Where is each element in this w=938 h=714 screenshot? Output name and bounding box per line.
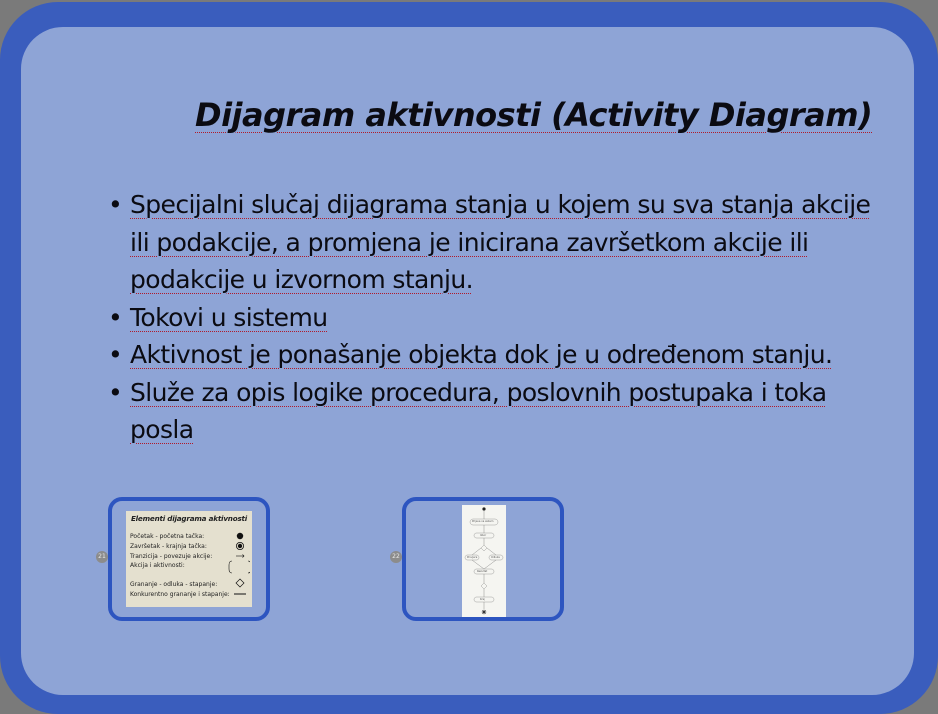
linked-slide-thumbnail-22[interactable]: Prijava na sistem Izbor Provjera Odluka …: [402, 497, 564, 621]
thumbnail-row: Početak - početna tačka:: [130, 533, 205, 540]
bullet-line: Služe za opis logike procedura, poslovni…: [130, 377, 827, 407]
thumbnail-label: Prijava na sistem: [472, 520, 494, 523]
bullet-list[interactable]: • Specijalni slučaj dijagrama stanja u k…: [106, 186, 906, 449]
thumbnail-number-badge: 21: [96, 551, 108, 563]
thumbnail-label: Kraj: [480, 598, 485, 601]
bullet-item: • Služe za opis logike procedura, poslov…: [106, 374, 906, 449]
thumbnail-label: Odluka: [491, 556, 500, 559]
bullet-dot: •: [108, 302, 123, 332]
bullet-dot: •: [108, 377, 123, 407]
bullet-item: • Specijalni slučaj dijagrama stanja u k…: [106, 186, 906, 299]
thumbnail-title: Elementi dijagrama aktivnosti: [130, 514, 248, 523]
thumbnail-row: Konkurentno grananje i stapanje:: [130, 591, 230, 598]
thumbnail-image: Elementi dijagrama aktivnosti Početak - …: [126, 511, 252, 607]
thumbnail-row: Akcija i aktivnosti:: [130, 562, 185, 569]
bullet-line: posla: [130, 415, 194, 444]
bullet-item: • Tokovi u sistemu: [106, 299, 906, 337]
linked-slide-thumbnail-21[interactable]: Elementi dijagrama aktivnosti Početak - …: [108, 497, 270, 621]
thumbnail-row: Završetak - krajnja tačka:: [130, 543, 207, 550]
thumbnail-image: Prijava na sistem Izbor Provjera Odluka …: [462, 505, 506, 617]
bullet-dot: •: [108, 340, 123, 369]
thumbnail-label: Izbor: [480, 534, 487, 537]
bullet-line: podakcije u izvornom stanju.: [130, 265, 474, 294]
bullet-dot: •: [108, 190, 123, 219]
thumbnail-row: Grananje - odluka - stapanje:: [130, 581, 218, 588]
thumbnail-number-badge: 22: [390, 551, 402, 563]
bullet-line: Aktivnost je ponašanje objekta dok je u …: [130, 340, 833, 369]
thumbnail-label: Provjera: [467, 556, 478, 559]
thumbnail-label: Rezultat: [477, 570, 488, 573]
bullet-line: Specijalni slučaj dijagrama stanja u koj…: [130, 190, 871, 219]
bullet-line: Tokovi u sistemu: [130, 302, 328, 332]
thumbnail-row: Tranzicija - povezuje akcije:: [130, 553, 213, 560]
slide-title-text: Dijagram aktivnosti (Activity Diagram): [195, 96, 873, 134]
activity-diagram-sketch-icon: [464, 507, 504, 615]
uml-symbols-icon: [228, 532, 250, 595]
bullet-line: ili podakcije, a promjena je inicirana z…: [130, 227, 809, 257]
bullet-item: • Aktivnost je ponašanje objekta dok je …: [106, 336, 906, 374]
